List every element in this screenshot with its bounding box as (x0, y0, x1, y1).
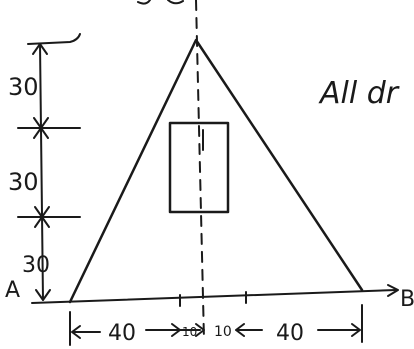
dim-label-bottom: 30 (22, 253, 50, 278)
h-dim-label-right: 40 (276, 321, 304, 346)
h-arrow-center (195, 323, 205, 337)
point-a-label: A (5, 278, 20, 303)
dim-label-top: 30 (8, 73, 39, 101)
arrow-bottom-down (35, 289, 51, 301)
note-text: All dr (318, 76, 400, 111)
h-dim-label-center-left: 10 (182, 325, 197, 339)
dim-label-middle: 30 (8, 168, 39, 196)
top-scribble-2 (167, 0, 184, 5)
h-dim-label-center-right: 10 (214, 324, 232, 340)
base-line (31, 289, 397, 304)
rectangle-hole (168, 121, 230, 214)
vertical-dim-line (39, 43, 44, 301)
triangle-sides (68, 38, 364, 304)
top-extension (27, 33, 81, 45)
h-dim-label-left: 40 (108, 321, 136, 346)
vertical-axis (195, 0, 205, 341)
h-arrow-right-start (235, 323, 263, 337)
point-b-label: B (400, 287, 414, 312)
h-arrow-left-start (71, 325, 101, 339)
base-arrow (387, 284, 399, 297)
arrow-2-up (34, 216, 50, 228)
top-scribble (137, 0, 151, 5)
arrow-top-up (32, 43, 48, 55)
h-arrow-right-end (317, 323, 361, 337)
h-arrow-left-end (145, 323, 181, 337)
arrow-1-up (33, 127, 49, 139)
